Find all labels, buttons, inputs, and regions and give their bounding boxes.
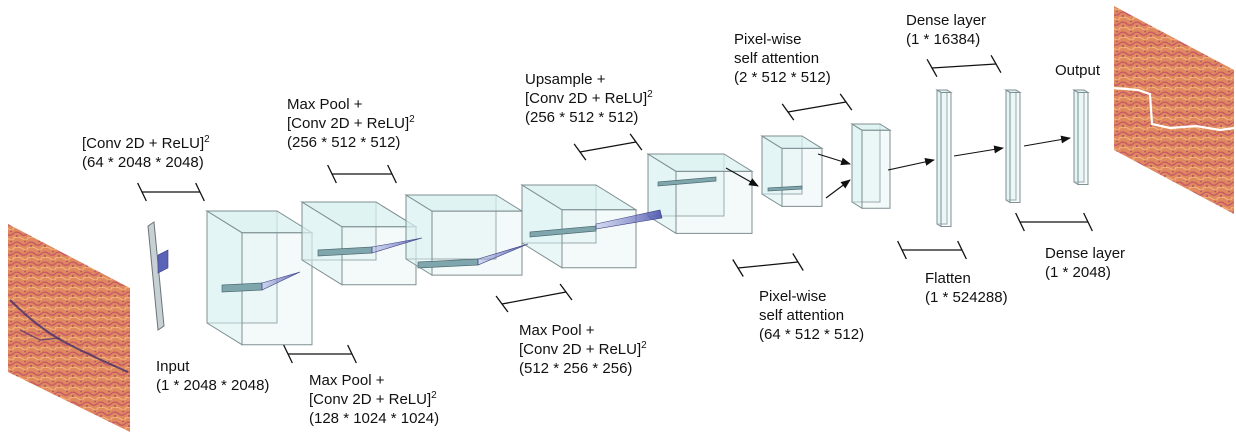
attention-top-label: Pixel-wise self attention (2 * 512 * 512… xyxy=(734,31,831,86)
bracket-pool1 xyxy=(283,344,357,364)
flatten-label: Flatten (1 * 524288) xyxy=(925,270,1008,306)
kernel-projection-4 xyxy=(595,209,663,230)
input-label: Input (1 * 2048 * 2048) xyxy=(156,358,270,394)
attention-bottom-label: Pixel-wise self attention (64 * 512 * 51… xyxy=(759,288,865,343)
input-spectrogram-image xyxy=(8,224,130,432)
conv-block-3 xyxy=(404,194,524,277)
feature-rod-1 xyxy=(221,282,263,293)
bracket-attn-top xyxy=(781,93,853,121)
bracket-upsample xyxy=(573,133,643,161)
conv-block-5 xyxy=(646,153,754,235)
feature-rod-5 xyxy=(657,176,717,187)
arrow-from-attention-lower xyxy=(825,179,851,199)
dense1-label: Dense layer (1 * 16384) xyxy=(906,12,987,48)
pool3-label: Max Pool + [Conv 2D + ReLU]2 (512 * 256 … xyxy=(519,322,647,377)
dense-bar-2 xyxy=(1072,89,1090,186)
upsample-label: Upsample + [Conv 2D + ReLU]2 (256 * 512 … xyxy=(525,71,653,126)
arrow-to-flatten xyxy=(887,158,935,171)
bracket-dense2 xyxy=(1015,212,1093,232)
attention-block-1 xyxy=(760,135,824,208)
conv1-label: [Conv 2D + ReLU]2 (64 * 2048 * 2048) xyxy=(82,134,210,172)
conv-block-4 xyxy=(520,184,638,269)
feature-rod-4 xyxy=(529,225,597,238)
attention-block-2 xyxy=(850,123,892,210)
dense-bar-1 xyxy=(1004,89,1022,204)
arrow-to-dense-1 xyxy=(953,145,1004,157)
kernel-projection-1 xyxy=(261,271,301,291)
pool1-label: Max Pool + [Conv 2D + ReLU]2 (128 * 1024… xyxy=(309,372,440,427)
output-spectrogram-image xyxy=(1113,6,1235,214)
kernel-projection-3 xyxy=(477,243,529,266)
conv-block-1 xyxy=(205,210,314,346)
arrow-from-attention-upper xyxy=(817,153,851,166)
conv-block-2 xyxy=(300,201,418,286)
kernel-projection-2 xyxy=(371,237,423,254)
arrow-to-dense-2 xyxy=(1023,135,1071,147)
pool2-label: Max Pool + [Conv 2D + ReLU]2 (256 * 512 … xyxy=(287,96,415,151)
input-plane xyxy=(147,221,169,331)
bracket-dense1 xyxy=(926,54,1002,78)
feature-rod-6 xyxy=(767,185,803,192)
bracket-pool3 xyxy=(495,283,573,313)
bracket-attn-bottom xyxy=(732,253,804,277)
dense2-label: Dense layer (1 * 2048) xyxy=(1045,245,1126,281)
output-label: Output xyxy=(1055,62,1101,79)
arrow-to-attention-1 xyxy=(725,167,759,187)
bracket-conv1 xyxy=(137,182,205,202)
bracket-flatten xyxy=(897,240,967,260)
flatten-bar xyxy=(935,89,953,228)
bracket-pool2 xyxy=(327,164,397,184)
